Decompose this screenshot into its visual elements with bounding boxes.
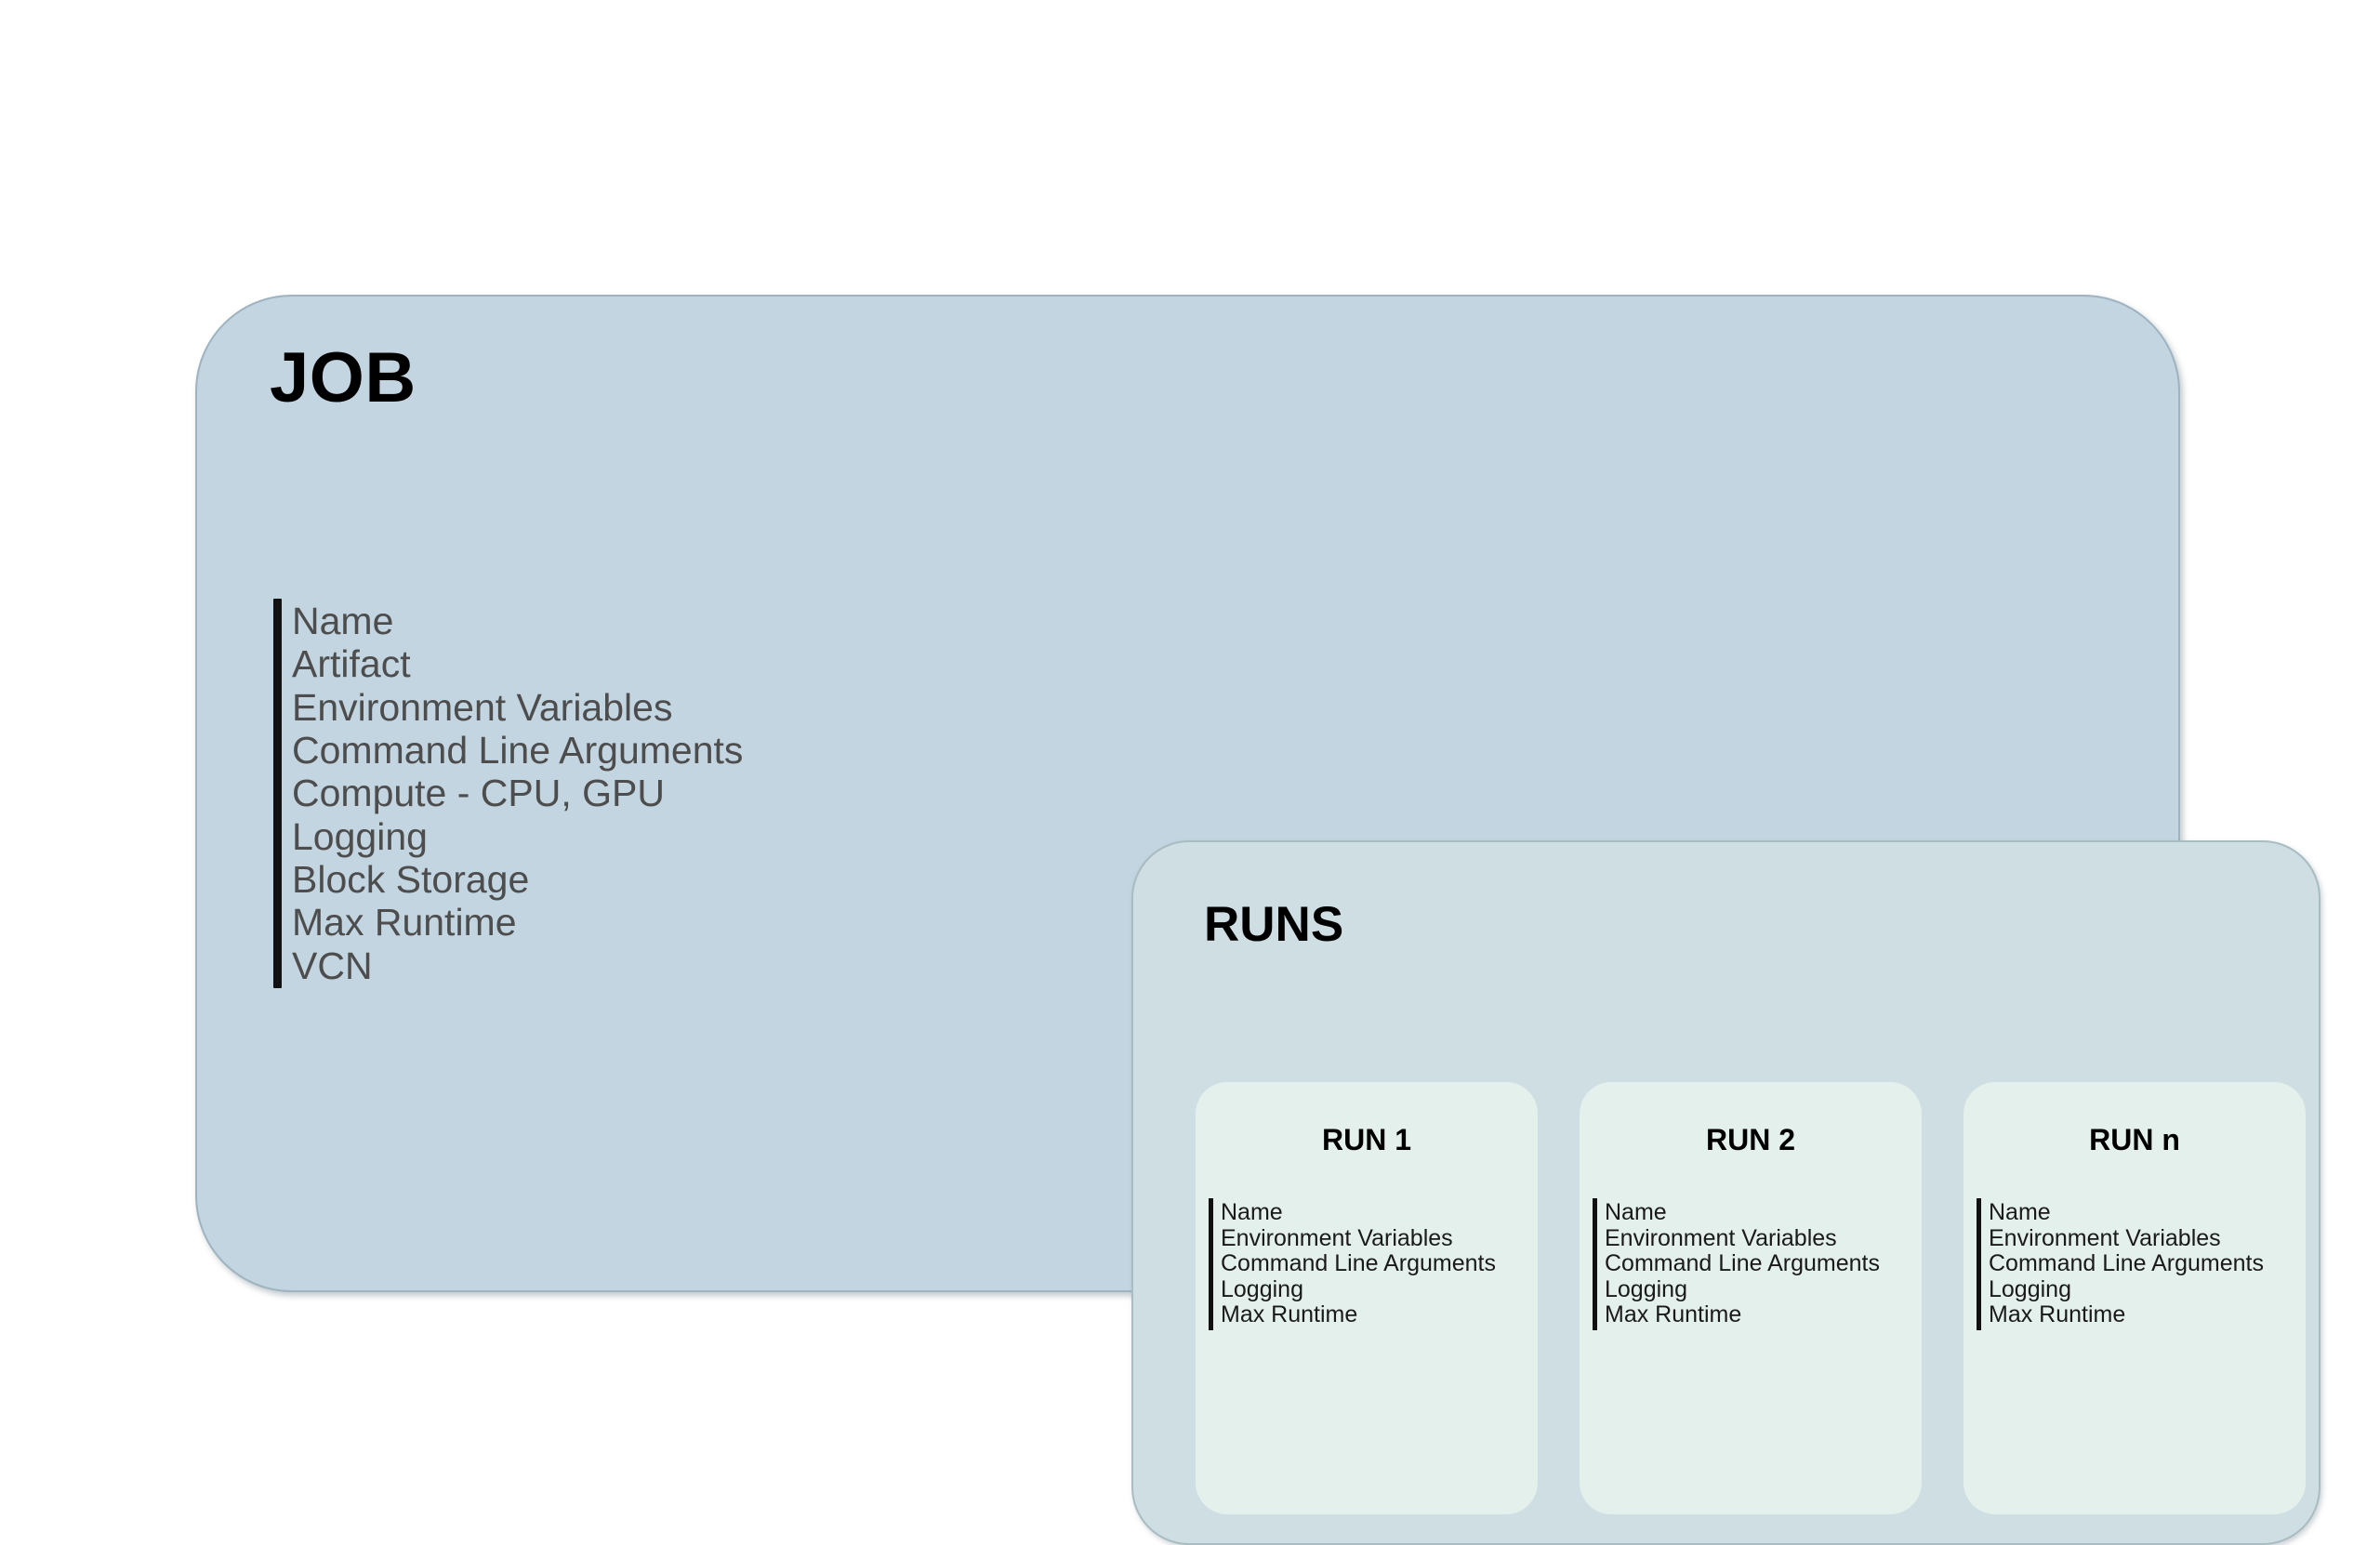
run-attribute-item: Max Runtime <box>1221 1301 1358 1327</box>
run-attribute-block: Name Environment Variables Command Line … <box>1593 1198 1880 1330</box>
run-card: RUN n Name Environment Variables Command… <box>1964 1082 2306 1514</box>
run-card-title: RUN 1 <box>1321 1123 1411 1156</box>
run-card-title: RUN n <box>2089 1123 2180 1156</box>
run-attribute-item: Command Line Arguments <box>1605 1250 1880 1276</box>
run-attribute-item: Logging <box>1221 1275 1303 1302</box>
run-attribute-bar-marker <box>1209 1198 1213 1330</box>
run-attribute-item: Environment Variables <box>1989 1224 2221 1251</box>
run-card-title: RUN 2 <box>1705 1123 1795 1156</box>
run-card: RUN 1 Name Environment Variables Command… <box>1196 1082 1538 1514</box>
runs-container: RUNS RUN 1 Name Environment Variables Co… <box>1131 840 2320 1545</box>
job-attribute-item: Max Runtime <box>292 901 517 944</box>
run-attribute-item: Logging <box>1605 1275 1687 1302</box>
run-attribute-block: Name Environment Variables Command Line … <box>1209 1198 1496 1330</box>
run-attribute-item: Max Runtime <box>1989 1301 2126 1327</box>
run-attribute-list: Name Environment Variables Command Line … <box>1989 1198 2264 1330</box>
run-card-list: RUN 1 Name Environment Variables Command… <box>1196 1082 2306 1514</box>
job-attribute-item: Name <box>292 600 394 642</box>
job-attribute-list: Name Artifact Environment Variables Comm… <box>292 599 743 988</box>
run-attribute-item: Name <box>1989 1199 2051 1225</box>
run-attribute-item: Command Line Arguments <box>1989 1250 2264 1276</box>
run-attribute-item: Name <box>1221 1199 1283 1225</box>
run-attribute-item: Logging <box>1989 1275 2071 1302</box>
job-attribute-item: Artifact <box>292 642 411 686</box>
job-container: JOB Name Artifact Environment Variables … <box>195 295 2320 1545</box>
job-attribute-block: Name Artifact Environment Variables Comm… <box>273 599 743 988</box>
run-card: RUN 2 Name Environment Variables Command… <box>1580 1082 1922 1514</box>
run-attribute-bar-marker <box>1977 1198 1981 1330</box>
job-attribute-item: Environment Variables <box>292 685 673 729</box>
run-attribute-block: Name Environment Variables Command Line … <box>1977 1198 2264 1330</box>
run-attribute-item: Max Runtime <box>1605 1301 1742 1327</box>
job-title: JOB <box>270 338 416 417</box>
job-attribute-item: Logging <box>292 814 428 858</box>
run-attribute-item: Name <box>1605 1199 1667 1225</box>
run-attribute-item: Environment Variables <box>1605 1224 1837 1251</box>
run-attribute-list: Name Environment Variables Command Line … <box>1221 1198 1496 1330</box>
job-attribute-item: Command Line Arguments <box>292 728 744 772</box>
run-attribute-item: Command Line Arguments <box>1221 1250 1496 1276</box>
job-attribute-item: Compute - CPU, GPU <box>292 772 665 815</box>
run-attribute-bar-marker <box>1593 1198 1597 1330</box>
runs-title: RUNS <box>1204 897 1344 952</box>
run-attribute-list: Name Environment Variables Command Line … <box>1605 1198 1880 1330</box>
job-attribute-bar-marker <box>273 599 282 988</box>
job-attribute-item: Block Storage <box>292 857 530 901</box>
job-attribute-item: VCN <box>292 944 373 987</box>
run-attribute-item: Environment Variables <box>1221 1224 1453 1251</box>
